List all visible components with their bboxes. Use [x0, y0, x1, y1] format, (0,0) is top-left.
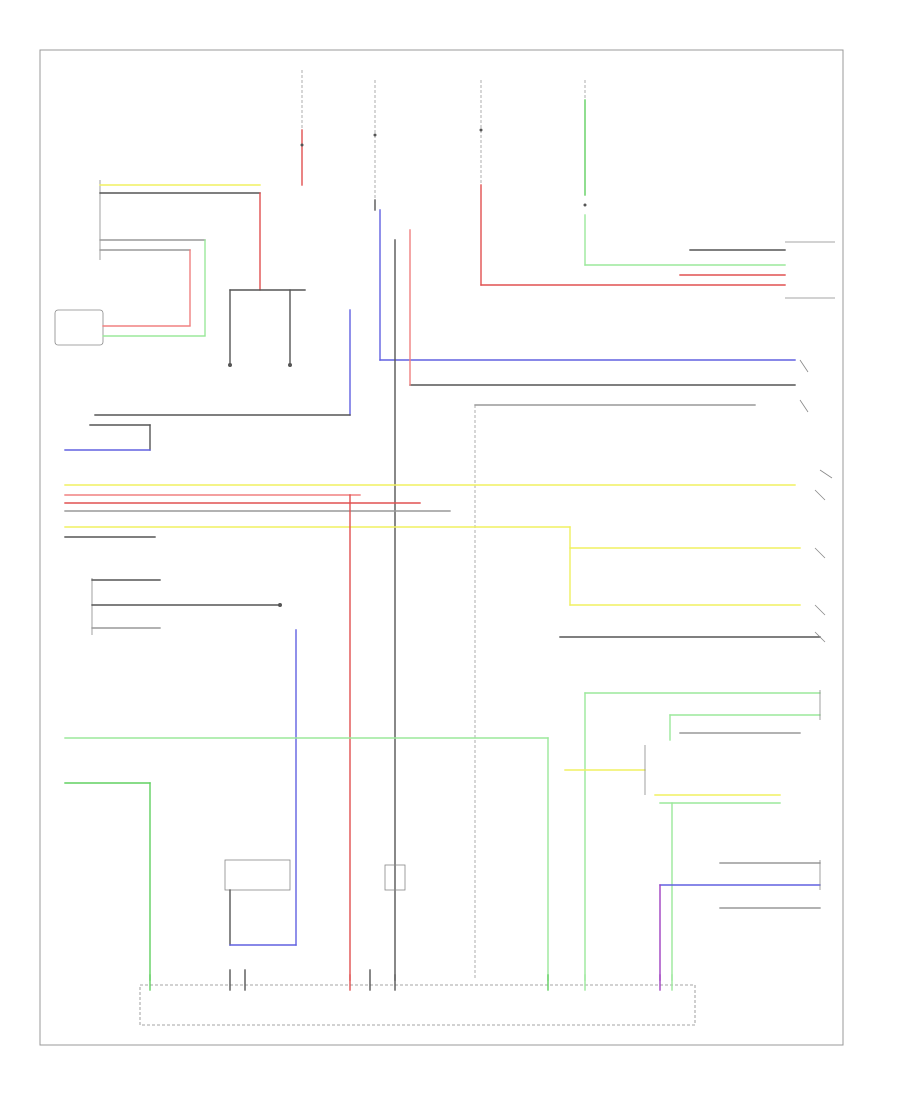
fuse-column-3 [479, 80, 483, 286]
fuse-column-1 [300, 70, 304, 186]
ecm-box [139, 984, 696, 1026]
fuse-column-4 [583, 80, 587, 266]
fuel-pump-group [659, 862, 821, 981]
resistor-block [91, 578, 297, 946]
fuel-sensor-group [564, 692, 821, 981]
ground-left [228, 289, 306, 367]
central-connector [384, 864, 406, 891]
right-brackets [785, 241, 835, 890]
ecm-pins [149, 969, 673, 991]
left-sensor-box [54, 309, 206, 346]
fuse-column-2 [373, 80, 377, 211]
relay-box [224, 859, 297, 946]
right-switches [799, 359, 833, 643]
left-connector-block [99, 180, 261, 336]
bus-lines [64, 484, 801, 606]
diagram-frame [39, 49, 844, 1046]
